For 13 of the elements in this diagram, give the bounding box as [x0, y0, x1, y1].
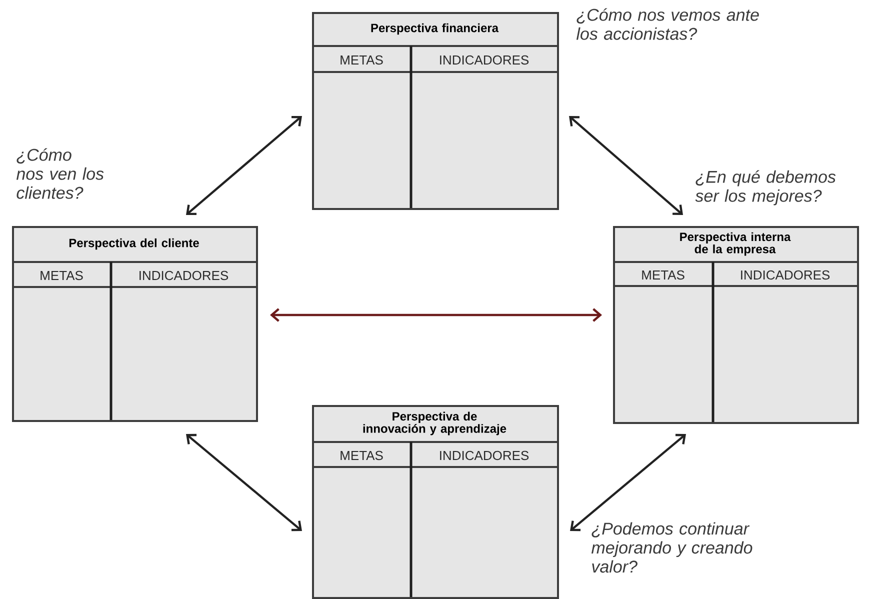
question-text: ¿Cómo nos vemos ante los accionistas?	[576, 8, 759, 40]
arrow	[569, 116, 684, 215]
table-box: Perspectiva interna de la empresa METAS INDICADORES	[613, 226, 860, 424]
table-box: Perspectiva del cliente METAS INDICADORES	[12, 226, 258, 422]
table-box: Perspectiva de innovación y aprendizaje METAS INDICADORES	[312, 405, 559, 599]
question-text: ¿Podemos continuar mejorando y creando valor?	[592, 522, 752, 573]
question-text: ¿En qué debemos ser los mejores?	[695, 170, 836, 206]
arrow	[270, 308, 602, 322]
arrow	[186, 434, 302, 532]
question-text: ¿Cómo nos ven los clientes?	[16, 148, 104, 199]
arrow	[570, 434, 686, 532]
arrow	[186, 116, 302, 216]
table-box: Perspectiva financiera METAS INDICADORES	[312, 12, 559, 210]
